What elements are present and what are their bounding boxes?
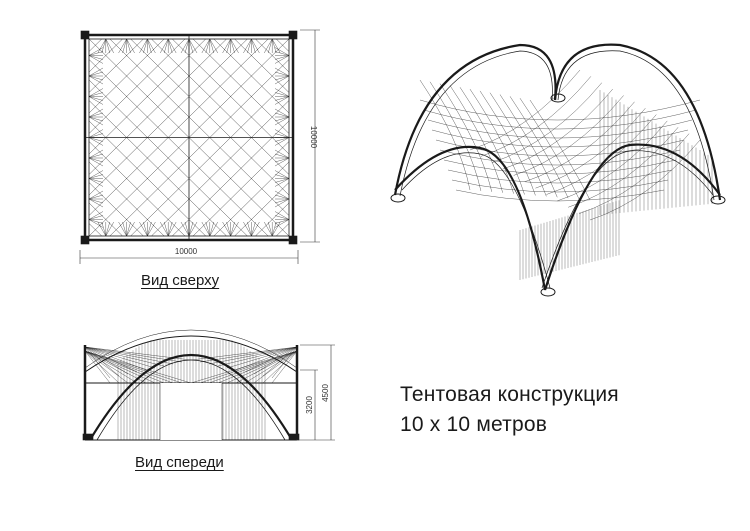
top-view-dimensions (79, 29, 320, 264)
front-view-label: Вид спереди (135, 454, 224, 471)
top-view-depth-dimension: 10000 (309, 126, 318, 149)
front-view-drawing (82, 329, 300, 441)
top-view-frame (80, 30, 298, 245)
title-line-2: 10 х 10 метров (400, 413, 548, 436)
top-view-width-dimension: 10000 (175, 247, 198, 256)
front-view-outer-height: 4500 (321, 384, 330, 402)
title-line-1: Тентовая конструкция (400, 383, 619, 406)
perspective-view-drawing (390, 43, 726, 297)
front-view-inner-height: 3200 (305, 396, 314, 414)
front-view-dimensions (296, 344, 335, 441)
top-view-label: Вид сверху (141, 272, 220, 289)
